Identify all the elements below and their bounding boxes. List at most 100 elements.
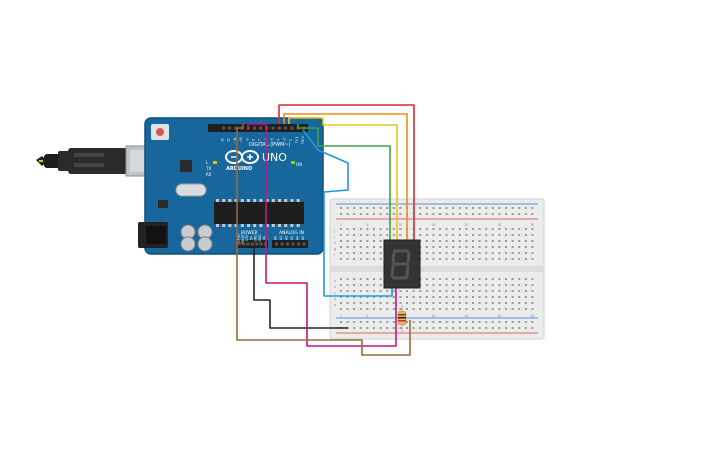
bb-hole[interactable] [373, 308, 375, 310]
bb-hole[interactable] [373, 321, 375, 323]
bb-hole[interactable] [478, 308, 481, 310]
bb-hole[interactable] [406, 327, 408, 329]
header-pin[interactable] [275, 242, 278, 246]
bb-hole[interactable] [465, 234, 468, 236]
bb-hole[interactable] [505, 284, 507, 286]
bb-hole[interactable] [366, 213, 369, 215]
bb-hole[interactable] [491, 258, 494, 260]
bb-hole[interactable] [366, 284, 369, 286]
bb-hole[interactable] [465, 278, 468, 280]
bb-hole[interactable] [452, 278, 455, 280]
bb-hole[interactable] [524, 296, 527, 298]
bb-hole[interactable] [425, 278, 428, 280]
bb-hole[interactable] [531, 246, 534, 248]
bb-hole[interactable] [498, 321, 501, 323]
bb-hole[interactable] [472, 246, 474, 248]
bb-hole[interactable] [353, 284, 356, 286]
bb-hole[interactable] [340, 246, 342, 248]
bb-hole[interactable] [458, 258, 461, 260]
bb-hole[interactable] [472, 284, 474, 286]
bb-hole[interactable] [498, 302, 501, 304]
bb-hole[interactable] [478, 327, 481, 329]
bb-hole[interactable] [439, 290, 441, 292]
bb-hole[interactable] [432, 296, 435, 298]
bb-hole[interactable] [472, 252, 474, 254]
bb-hole[interactable] [379, 252, 382, 254]
bb-hole[interactable] [498, 228, 501, 230]
bb-hole[interactable] [491, 290, 494, 292]
bb-hole[interactable] [518, 213, 521, 215]
bb-hole[interactable] [452, 284, 455, 286]
bb-hole[interactable] [366, 296, 369, 298]
bb-hole[interactable] [445, 207, 448, 209]
bb-hole[interactable] [359, 284, 362, 286]
bb-hole[interactable] [452, 290, 455, 292]
bb-hole[interactable] [425, 321, 428, 323]
bb-hole[interactable] [346, 252, 349, 254]
bb-hole[interactable] [498, 207, 501, 209]
bb-hole[interactable] [366, 302, 369, 304]
bb-hole[interactable] [485, 228, 488, 230]
bb-hole[interactable] [491, 240, 494, 242]
bb-hole[interactable] [511, 240, 514, 242]
bb-hole[interactable] [373, 278, 375, 280]
bb-hole[interactable] [465, 246, 468, 248]
bb-hole[interactable] [531, 278, 534, 280]
bb-hole[interactable] [445, 240, 448, 242]
bb-hole[interactable] [531, 321, 534, 323]
bb-hole[interactable] [373, 284, 375, 286]
bb-hole[interactable] [511, 308, 514, 310]
header-pin[interactable] [302, 242, 306, 246]
bb-hole[interactable] [392, 207, 395, 209]
bb-hole[interactable] [439, 302, 441, 304]
analog-header[interactable] [272, 240, 308, 248]
bb-hole[interactable] [432, 302, 435, 304]
bb-hole[interactable] [373, 302, 375, 304]
bb-hole[interactable] [425, 234, 428, 236]
bb-hole[interactable] [366, 207, 369, 209]
bb-hole[interactable] [485, 213, 488, 215]
bb-hole[interactable] [386, 308, 389, 310]
bb-hole[interactable] [472, 327, 474, 329]
bb-hole[interactable] [359, 246, 362, 248]
bb-hole[interactable] [392, 213, 395, 215]
bb-hole[interactable] [498, 290, 501, 292]
bb-hole[interactable] [505, 296, 507, 298]
bb-hole[interactable] [406, 308, 408, 310]
bb-hole[interactable] [485, 290, 488, 292]
bb-hole[interactable] [465, 258, 468, 260]
bb-hole[interactable] [485, 240, 488, 242]
bb-hole[interactable] [346, 296, 349, 298]
bb-hole[interactable] [379, 278, 382, 280]
bb-hole[interactable] [425, 246, 428, 248]
bb-hole[interactable] [359, 252, 362, 254]
bb-hole[interactable] [491, 228, 494, 230]
bb-hole[interactable] [445, 234, 448, 236]
bb-hole[interactable] [498, 308, 501, 310]
seven-segment-display[interactable] [383, 239, 421, 289]
bb-hole[interactable] [412, 327, 415, 329]
bb-hole[interactable] [458, 234, 461, 236]
bb-hole[interactable] [432, 228, 435, 230]
bb-hole[interactable] [485, 252, 488, 254]
bb-hole[interactable] [445, 321, 448, 323]
bb-hole[interactable] [346, 290, 349, 292]
bb-hole[interactable] [399, 302, 402, 304]
bb-hole[interactable] [452, 246, 455, 248]
bb-hole[interactable] [425, 207, 428, 209]
bb-hole[interactable] [439, 258, 441, 260]
bb-hole[interactable] [386, 228, 389, 230]
bb-hole[interactable] [472, 213, 474, 215]
bb-hole[interactable] [485, 234, 488, 236]
bb-hole[interactable] [432, 327, 435, 329]
bb-hole[interactable] [445, 258, 448, 260]
bb-hole[interactable] [439, 252, 441, 254]
bb-hole[interactable] [458, 308, 461, 310]
bb-hole[interactable] [478, 302, 481, 304]
bb-hole[interactable] [465, 327, 468, 329]
bb-hole[interactable] [373, 246, 375, 248]
bb-hole[interactable] [419, 296, 422, 298]
bb-hole[interactable] [432, 321, 435, 323]
bb-hole[interactable] [373, 207, 375, 209]
